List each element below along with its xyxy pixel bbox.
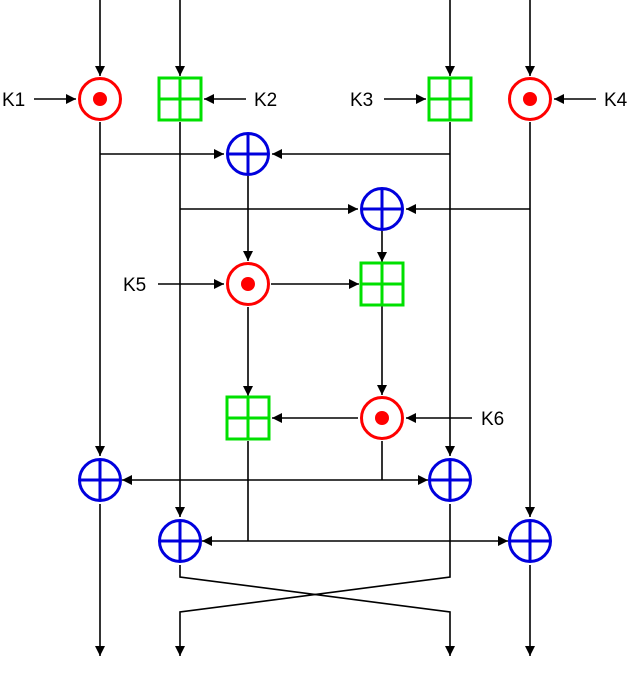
key-label-k2: K2 bbox=[254, 90, 277, 111]
key-label-k5: K5 bbox=[123, 275, 146, 296]
boxed-plus-icon bbox=[427, 76, 473, 122]
circled-plus-icon bbox=[158, 519, 202, 563]
circled-plus-icon bbox=[360, 187, 404, 231]
boxed-plus-icon bbox=[157, 76, 203, 122]
wires bbox=[34, 0, 596, 656]
boxed-plus-icon bbox=[225, 395, 271, 441]
circled-plus-icon bbox=[78, 458, 122, 502]
key-label-k1: K1 bbox=[2, 90, 25, 111]
crossover-2-to-3 bbox=[179, 565, 455, 656]
circled-plus-icon bbox=[226, 132, 270, 176]
circled-dot-icon bbox=[360, 396, 404, 440]
circled-dot-icon bbox=[226, 262, 270, 306]
crossover-3-to-2 bbox=[175, 504, 451, 656]
key-label-k3: K3 bbox=[350, 90, 373, 111]
operator-nodes bbox=[78, 76, 552, 563]
circled-dot-icon bbox=[508, 77, 552, 121]
key-label-k6: K6 bbox=[481, 409, 504, 430]
boxed-plus-icon bbox=[359, 261, 405, 307]
key-label-k4: K4 bbox=[604, 90, 628, 111]
circled-plus-icon bbox=[508, 519, 552, 563]
key-labels: K1 K2 K3 K4 K5 K6 bbox=[2, 90, 628, 430]
circled-plus-icon bbox=[428, 458, 472, 502]
circled-dot-icon bbox=[78, 77, 122, 121]
